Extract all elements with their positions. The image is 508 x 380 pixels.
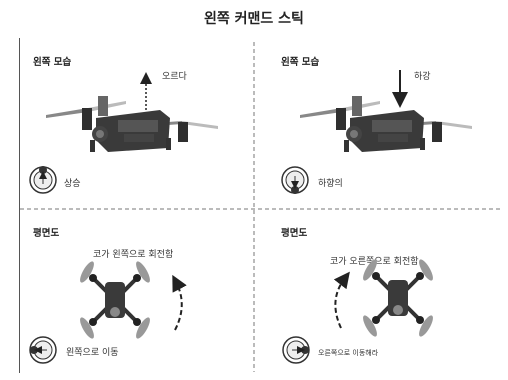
drone-side-view-icon-right [300,96,472,152]
ascend-arrow-label: 오르다 [162,72,187,82]
side-view-heading-right: 왼쪽 모습 [281,57,320,68]
diagram-frame [19,38,502,373]
stick-left-icon [29,336,57,364]
top-view-heading-right: 평면도 [281,228,308,239]
rotate-right-arrow-icon [333,271,350,329]
rotate-left-arrow-icon [172,274,187,331]
side-view-heading-left: 왼쪽 모습 [33,57,72,68]
ascend-stick-label: 상승 [64,179,81,189]
stick-up-icon [29,166,57,194]
descend-arrow-label: 하강 [414,72,431,82]
stick-left-label: 왼쪽으로 이동 [66,348,119,358]
stick-right-icon [282,336,310,364]
stick-right-label: 오른쪽으로 이동해라 [318,349,379,357]
drone-top-view-icon [80,261,150,339]
stick-down-icon [281,166,309,194]
top-view-heading-left: 평면도 [33,228,60,239]
page-title: 왼쪽 커맨드 스틱 [204,11,304,27]
turn-left-label: 코가 왼쪽으로 회전함 [93,250,174,260]
drone-side-view-icon [46,96,218,152]
descend-stick-label: 하향의 [318,179,343,189]
drone-top-view-icon-right [363,259,433,337]
